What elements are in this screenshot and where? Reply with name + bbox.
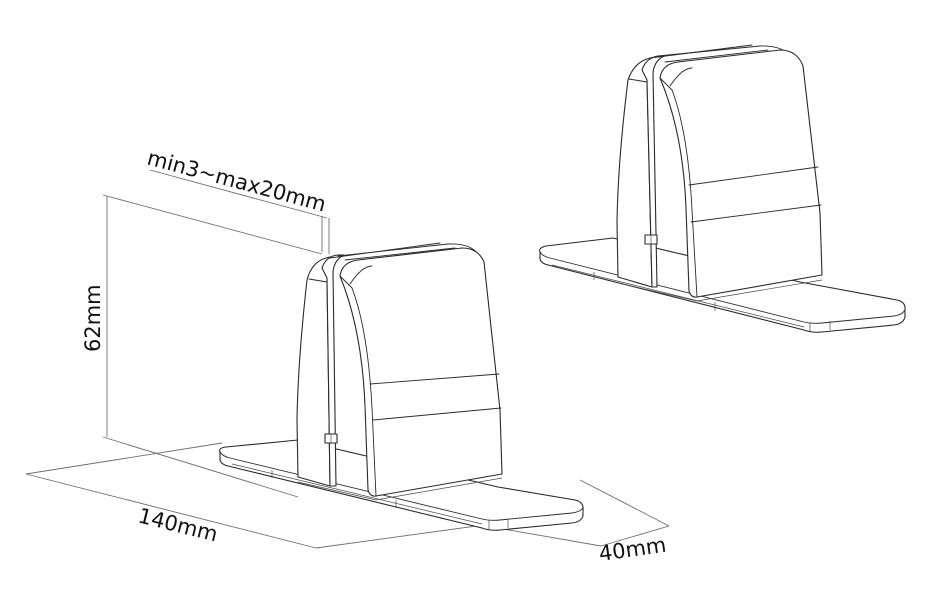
length-dimension-line [25, 473, 317, 549]
height-bottom-extension [102, 436, 299, 498]
bracket-front [219, 242, 584, 531]
length-label: 140mm [136, 504, 220, 547]
rear-wing-front [296, 255, 337, 487]
width-label: 40mm [597, 533, 667, 566]
clamp-range-label: min3~max20mm [145, 146, 329, 217]
height-label: 62mm [81, 284, 105, 352]
clamp-dimension-line [149, 169, 328, 219]
width-dimension-line [600, 525, 670, 547]
dimension-lines [25, 169, 670, 549]
bracket-back [539, 44, 906, 333]
length-extension-back [25, 442, 223, 475]
rear-wing-back [616, 56, 657, 288]
height-top-extension [102, 194, 323, 255]
width-extension-outer [579, 479, 670, 527]
